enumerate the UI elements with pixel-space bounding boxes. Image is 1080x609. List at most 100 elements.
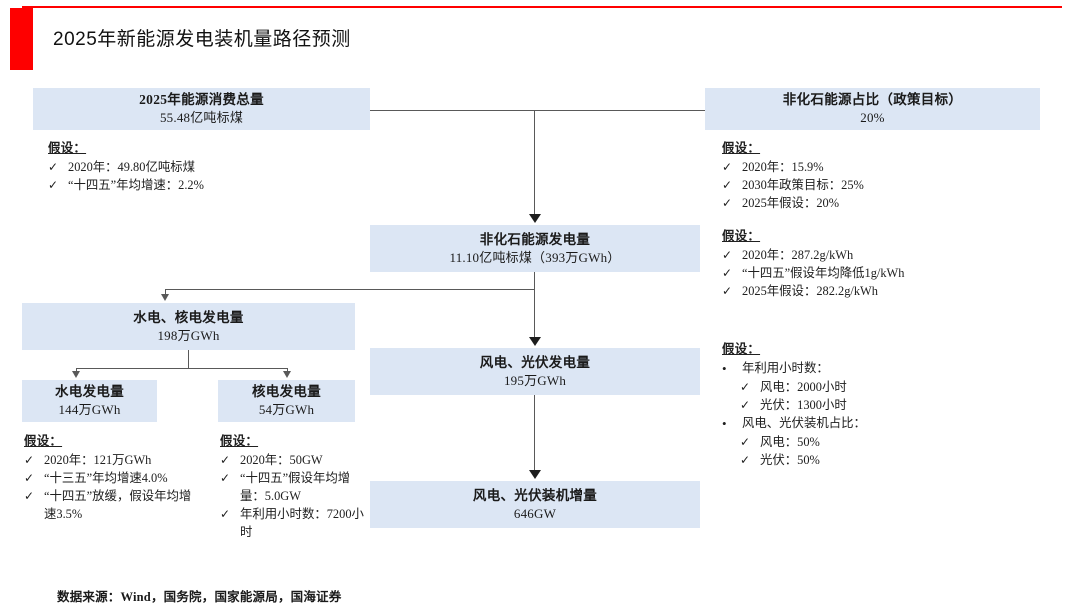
list-item: ✓ 2030年政策目标：25%	[722, 177, 1052, 195]
list-item-text: “十四五”假设年均降低1g/kWh	[742, 265, 905, 280]
node-total-energy-value: 55.48亿吨标煤	[159, 110, 244, 126]
check-icon: ✓	[722, 247, 733, 262]
check-icon: ✓	[740, 397, 751, 412]
list-item-text: 光伏：50%	[760, 452, 820, 467]
list-item-text: 2030年政策目标：25%	[742, 177, 864, 192]
list-item: ✓ 光伏：50%	[722, 452, 1052, 470]
list-item-text: 风电：2000小时	[760, 379, 847, 394]
connector-wind-solar-gen-to-cap	[534, 395, 536, 472]
connector-branch-left-down	[165, 289, 167, 296]
header-rule	[22, 6, 1062, 8]
connector-branch-horizontal	[165, 289, 535, 291]
connector-top-horizontal	[370, 110, 705, 112]
list-item: ✓ 风电：50%	[722, 434, 1052, 452]
list-item: ✓ 2020年：50GW	[220, 452, 368, 470]
node-nonfossil-generation-title: 非化石能源发电量	[479, 231, 591, 247]
node-wind-solar-generation-title: 风电、光伏发电量	[479, 354, 591, 370]
assumptions-wind-solar-heading: 假设：	[722, 342, 761, 356]
list-item: ✓ 风电：2000小时	[722, 379, 1052, 397]
arrow-to-nonfossil-generation	[529, 214, 541, 223]
list-item-text: 风电：50%	[760, 434, 820, 449]
list-item: ✓ “十三五”年均增速4.0%	[24, 470, 196, 488]
node-total-energy[interactable]: 2025年能源消费总量 55.48亿吨标煤	[33, 88, 370, 130]
assumptions-total-energy-heading: 假设：	[48, 141, 87, 155]
node-nonfossil-generation[interactable]: 非化石能源发电量 11.10亿吨标煤（393万GWh）	[370, 225, 700, 272]
check-icon: ✓	[24, 488, 35, 503]
list-item-text: 年利用小时数：7200小时	[240, 506, 364, 539]
assumptions-wind-solar-list: • 年利用小时数： ✓ 风电：2000小时 ✓ 光伏：1300小时 • 风电、光…	[722, 360, 1052, 470]
node-hydro-generation[interactable]: 水电发电量 144万GWh	[22, 380, 157, 422]
list-item: ✓ “十四五”假设年均增量：5.0GW	[220, 470, 368, 506]
list-item: ✓ 2020年：15.9%	[722, 159, 1052, 177]
check-icon: ✓	[722, 265, 733, 280]
node-wind-solar-capacity-value: 646GW	[513, 505, 557, 521]
bullet-icon: •	[722, 360, 727, 376]
list-item-text: 2020年：49.80亿吨标煤	[68, 159, 196, 174]
assumptions-hydro-list: ✓ 2020年：121万GWh ✓ “十三五”年均增速4.0% ✓ “十四五”放…	[24, 452, 196, 524]
arrow-to-hydro	[72, 371, 80, 378]
node-total-energy-title: 2025年能源消费总量	[139, 92, 264, 108]
page-title: 2025年新能源发电装机量路径预测	[53, 29, 351, 50]
list-item: ✓ 2020年：49.80亿吨标煤	[48, 159, 378, 177]
check-icon: ✓	[48, 177, 59, 192]
node-nonfossil-share-value: 20%	[860, 110, 885, 126]
node-wind-solar-capacity-title: 风电、光伏装机增量	[472, 487, 598, 503]
list-item-text: “十三五”年均增速4.0%	[44, 470, 168, 485]
assumptions-total-energy: 假设： ✓ 2020年：49.80亿吨标煤 ✓ “十四五”年均增速：2.2%	[48, 140, 378, 195]
node-wind-solar-capacity[interactable]: 风电、光伏装机增量 646GW	[370, 481, 700, 528]
list-item-text: 光伏：1300小时	[760, 397, 847, 412]
list-item: • 年利用小时数：	[722, 360, 1052, 379]
list-item-text: “十四五”假设年均增量：5.0GW	[240, 470, 351, 503]
check-icon: ✓	[722, 283, 733, 298]
node-hydro-nuclear-generation[interactable]: 水电、核电发电量 198万GWh	[22, 303, 355, 350]
list-item-text: 风电、光伏装机占比：	[742, 415, 866, 430]
check-icon: ✓	[220, 506, 231, 521]
node-hydro-value: 144万GWh	[58, 402, 121, 418]
node-nonfossil-share[interactable]: 非化石能源占比（政策目标） 20%	[705, 88, 1040, 130]
connector-hydro-nuclear-horizontal	[76, 368, 288, 370]
check-icon: ✓	[722, 177, 733, 192]
node-nonfossil-generation-value: 11.10亿吨标煤（393万GWh）	[449, 249, 621, 265]
check-icon: ✓	[722, 195, 733, 210]
check-icon: ✓	[24, 470, 35, 485]
connector-top-to-nonfossil	[534, 110, 536, 215]
node-nuclear-generation[interactable]: 核电发电量 54万GWh	[218, 380, 355, 422]
assumptions-nonfossil-share-heading: 假设：	[722, 141, 761, 155]
node-wind-solar-generation-value: 195万GWh	[503, 372, 567, 388]
connector-branch-right-down	[534, 289, 536, 338]
connector-nuclear-down	[287, 368, 289, 373]
list-item: • 风电、光伏装机占比：	[722, 415, 1052, 434]
list-item: ✓ 2025年假设：20%	[722, 195, 1052, 213]
assumptions-nonfossil-share-list: ✓ 2020年：15.9% ✓ 2030年政策目标：25% ✓ 2025年假设：…	[722, 159, 1052, 213]
assumptions-hydro-heading: 假设：	[24, 434, 63, 448]
assumptions-nuclear: 假设： ✓ 2020年：50GW ✓ “十四五”假设年均增量：5.0GW ✓ 年…	[220, 433, 368, 542]
title-accent-block	[10, 8, 33, 70]
arrow-to-wind-solar-capacity	[529, 470, 541, 479]
check-icon: ✓	[24, 452, 35, 467]
list-item: ✓ “十四五”年均增速：2.2%	[48, 177, 378, 195]
list-item: ✓ “十四五”放缓，假设年均增速3.5%	[24, 488, 196, 524]
list-item-text: 2020年：287.2g/kWh	[742, 247, 854, 262]
assumptions-hydro: 假设： ✓ 2020年：121万GWh ✓ “十三五”年均增速4.0% ✓ “十…	[24, 433, 196, 524]
list-item-text: 年利用小时数：	[742, 360, 829, 375]
node-nonfossil-share-title: 非化石能源占比（政策目标）	[782, 92, 963, 108]
list-item: ✓ 2020年：287.2g/kWh	[722, 247, 1062, 265]
list-item: ✓ 光伏：1300小时	[722, 397, 1052, 415]
assumptions-coal-rate-heading: 假设：	[722, 229, 761, 243]
check-icon: ✓	[740, 434, 751, 449]
list-item-text: “十四五”年均增速：2.2%	[68, 177, 204, 192]
check-icon: ✓	[740, 452, 751, 467]
assumptions-nuclear-heading: 假设：	[220, 434, 259, 448]
bullet-icon: •	[722, 415, 727, 431]
assumptions-total-energy-list: ✓ 2020年：49.80亿吨标煤 ✓ “十四五”年均增速：2.2%	[48, 159, 378, 195]
assumptions-nonfossil-share: 假设： ✓ 2020年：15.9% ✓ 2030年政策目标：25% ✓ 2025…	[722, 140, 1052, 213]
node-nuclear-title: 核电发电量	[252, 384, 321, 400]
check-icon: ✓	[722, 159, 733, 174]
node-hydro-nuclear-title: 水电、核电发电量	[133, 309, 244, 325]
connector-nonfossil-stub	[534, 272, 536, 290]
list-item: ✓ 2025年假设：282.2g/kWh	[722, 283, 1062, 301]
node-wind-solar-generation[interactable]: 风电、光伏发电量 195万GWh	[370, 348, 700, 395]
list-item: ✓ 年利用小时数：7200小时	[220, 506, 368, 542]
assumptions-coal-rate-list: ✓ 2020年：287.2g/kWh ✓ “十四五”假设年均降低1g/kWh ✓…	[722, 247, 1062, 301]
